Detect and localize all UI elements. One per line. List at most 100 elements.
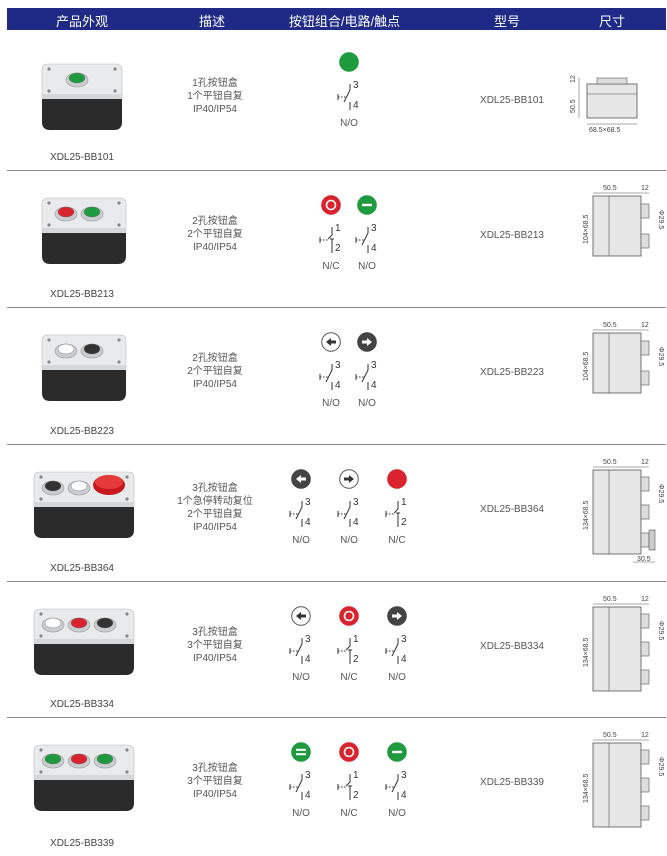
terminal-number: 4 [305,654,311,665]
description-line: 3个平钮自复 [187,640,243,651]
button-icon [290,742,312,764]
description-line: IP40/IP54 [193,379,237,390]
svg-text:104×68.5: 104×68.5 [583,215,590,244]
terminal-number: 1 [401,497,407,508]
svg-text:Φ29.5: Φ29.5 [657,484,664,503]
contact-label: N/O [292,808,310,819]
row-divider [7,307,666,308]
terminal-number: 4 [401,790,407,801]
svg-text:134×68.5: 134×68.5 [583,638,590,667]
terminal-number: 4 [335,380,341,391]
button-icon [338,52,360,74]
description-line: 2孔按钮盒 [192,216,238,227]
contact-label: N/O [358,261,376,272]
terminal-number: 1 [353,634,359,645]
description-line: 3个平钮自复 [187,776,243,787]
product-photo [37,54,127,139]
product-photo [29,735,139,820]
description-line: IP40/IP54 [193,522,237,533]
description-line: 3孔按钮盒 [192,483,238,494]
button-icon [290,469,312,491]
button-icon [320,195,342,217]
svg-text:50.5: 50.5 [603,185,617,192]
svg-text:12: 12 [641,732,649,739]
button-icon [290,606,312,628]
svg-text:134×68.5: 134×68.5 [583,774,590,803]
dimension-drawing: 50.5 12 134×68.5 Φ29.5 30.5 [579,456,667,575]
description-line: IP40/IP54 [193,789,237,800]
contact-label: N/O [292,535,310,546]
svg-text:134×68.5: 134×68.5 [583,501,590,530]
table-header: 产品外观 描述 按钮组合/电路/触点 型号 尺寸 [7,8,666,30]
description-line: 3孔按钮盒 [192,627,238,638]
header-buttons: 按钮组合/电路/触点 [288,14,401,29]
row-divider [7,170,666,171]
svg-text:12: 12 [641,596,649,603]
row-divider [7,717,666,718]
description: 3孔按钮盒 3个平钮自复 IP40/IP54 [155,762,275,801]
button-icon [356,195,378,217]
button-icon [356,332,378,354]
svg-text:Φ29.5: Φ29.5 [657,347,664,366]
svg-text:12: 12 [570,75,577,83]
terminal-number: 4 [353,100,359,111]
svg-text:12: 12 [641,459,649,466]
contact-label: N/C [340,672,358,683]
svg-text:50.5: 50.5 [570,99,577,113]
product-photo [37,188,131,273]
description-line: 1孔按钮盒 [192,78,238,89]
product-photo [37,325,131,410]
svg-text:68.5×68.5: 68.5×68.5 [589,127,620,134]
terminal-number: 3 [401,634,407,645]
dimension-drawing: 50.5 12 104×68.5 Φ29.5 [579,182,667,277]
terminal-number: 2 [353,654,359,665]
photo-caption: XDL25-BB213 [50,289,114,300]
svg-text:Φ29.5: Φ29.5 [657,621,664,640]
button-icon [338,469,360,491]
terminal-number: 4 [371,243,377,254]
contact-label: N/C [340,808,358,819]
row-divider [7,444,666,445]
header-desc: 描述 [198,14,225,29]
row-divider [7,581,666,582]
header-model: 型号 [493,14,520,29]
terminal-number: 3 [305,634,311,645]
terminal-number: 3 [305,497,311,508]
header-size: 尺寸 [598,14,625,29]
terminal-number: 2 [401,517,407,528]
photo-caption: XDL25-BB339 [50,838,114,849]
svg-text:50.5: 50.5 [603,732,617,739]
button-icon [386,469,408,491]
terminal-number: 2 [353,790,359,801]
contact-label: N/O [292,672,310,683]
dimension-drawing: 50.5 12 134×68.5 Φ29.5 [579,593,667,712]
photo-caption: XDL25-BB223 [50,426,114,437]
model-number: XDL25-BB213 [480,230,544,241]
terminal-number: 3 [335,360,341,371]
description-line: 3孔按钮盒 [192,763,238,774]
terminal-number: 3 [371,360,377,371]
terminal-number: 4 [305,790,311,801]
button-icon [320,332,342,354]
description-line: 2个平钮自复 [187,366,243,377]
button-icon [338,606,360,628]
